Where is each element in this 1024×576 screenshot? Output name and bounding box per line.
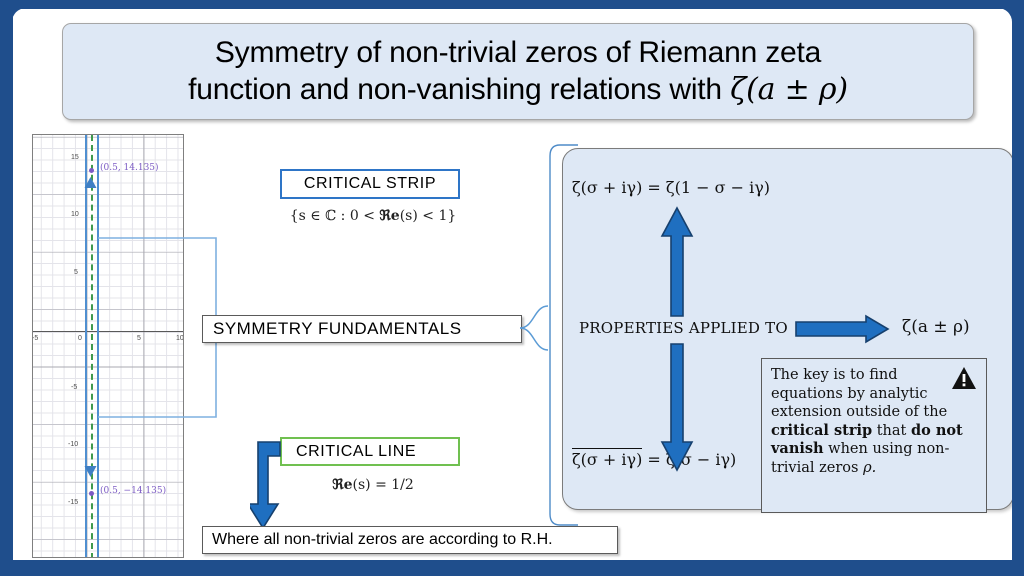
strip-boundary-right <box>96 135 99 557</box>
critical-strip-formula: {s ∈ ℂ : 0 < ℜe(s) < 1} <box>289 208 457 224</box>
functional-equation-formula: ζ(σ + iγ) = ζ(1 − σ − iγ) <box>572 178 771 197</box>
slide-border-left <box>0 0 13 576</box>
critical-strip-label: CRITICAL STRIP <box>303 175 437 192</box>
target-function-label: ζ(a ± ρ) <box>902 317 970 337</box>
note-mid-1: that <box>872 422 911 439</box>
title-math: ζ(a ± ρ) <box>730 71 848 107</box>
fundamentals-to-panel-brace <box>520 305 549 351</box>
strip-boundary-left <box>85 135 88 557</box>
symmetry-fundamentals-label: SYMMETRY FUNDAMENTALS <box>213 319 462 338</box>
graph-to-fundamentals-connector <box>98 237 217 418</box>
zero-label-upper: (0.5, 14.135) <box>100 163 159 173</box>
x-tick-0: 0 <box>78 335 82 342</box>
note-tail-math: ρ. <box>863 459 877 476</box>
critical-line-formula: ℜe(s) = 1/2 <box>332 477 414 493</box>
y-tick-5: 5 <box>74 269 78 276</box>
y-tick-15: 15 <box>71 154 79 161</box>
conjugate-overline-term: ζ(σ + iγ) <box>572 448 643 469</box>
slide-title-box: Symmetry of non-trivial zeros of Riemann… <box>62 23 974 120</box>
critical-line-box[interactable]: CRITICAL LINE <box>280 437 460 466</box>
right-panel-outer-stroke <box>549 144 578 526</box>
downward-arrow-icon <box>84 466 97 477</box>
page-title: Symmetry of non-trivial zeros of Riemann… <box>182 35 854 108</box>
warning-triangle-icon <box>952 367 976 389</box>
slide-canvas: Symmetry of non-trivial zeros of Riemann… <box>12 8 1014 560</box>
note-bold-do-not: do not <box>910 421 963 439</box>
up-block-arrow <box>660 206 694 317</box>
critical-line-label: CRITICAL LINE <box>296 442 417 460</box>
x-tick-m5: -5 <box>32 335 39 342</box>
critical-line <box>91 135 93 557</box>
x-tick-10: 10 <box>176 335 184 342</box>
y-tick-m15: -15 <box>68 499 79 506</box>
zero-label-lower: (0.5, −14.135) <box>100 486 167 496</box>
note-tail: trivial zeros <box>771 459 864 476</box>
cs-formula-pre: {s ∈ ℂ : 0 < <box>289 208 380 224</box>
slide-border-top <box>0 0 1024 9</box>
y-tick-m10: -10 <box>68 441 79 448</box>
note-bold-vanish: vanish <box>771 440 824 458</box>
y-tick-10: 10 <box>71 211 79 218</box>
bottom-caption-box[interactable]: Where all non-trivial zeros are accordin… <box>202 526 618 554</box>
note-line-1: The key is to find <box>771 367 898 383</box>
zero-point-upper <box>88 168 94 173</box>
x-tick-5: 5 <box>137 335 141 342</box>
title-line-2: function and non-vanishing relations wit… <box>188 72 731 106</box>
note-mid-2: when using non- <box>823 441 950 458</box>
graph-major-grid <box>33 135 183 557</box>
down-block-arrow <box>660 343 694 472</box>
properties-applied-label: PROPERTIES APPLIED TO <box>579 319 788 337</box>
symmetry-fundamentals-box[interactable]: SYMMETRY FUNDAMENTALS <box>202 315 522 343</box>
x-axis <box>33 331 183 332</box>
cs-formula-post: (s) < 1} <box>399 208 457 224</box>
title-line-1: Symmetry of non-trivial zeros of Riemann… <box>214 35 822 69</box>
slide-border-right <box>1012 0 1024 576</box>
y-tick-m5: -5 <box>71 384 78 391</box>
note-line-3: extension outside of the <box>771 404 948 421</box>
critical-strip-box[interactable]: CRITICAL STRIP <box>280 169 460 199</box>
slide-border-bottom <box>0 560 1024 576</box>
upward-arrow-icon <box>84 177 97 188</box>
bottom-caption-label: Where all non-trivial zeros are accordin… <box>212 531 553 548</box>
critical-line-to-caption-arrow <box>250 441 281 530</box>
right-block-arrow <box>795 314 890 344</box>
key-note-box: The key is to find equations by analytic… <box>761 358 987 513</box>
conjugate-symmetry-formula: ζ(σ + iγ) = ζ(σ − iγ) <box>572 448 736 469</box>
note-bold-critical-strip: critical strip <box>771 421 873 439</box>
complex-plane-graph: 15 10 5 -5 -10 -15 -5 0 5 10 (0.5, 14.13… <box>32 134 184 558</box>
note-line-2: equations by analytic <box>771 385 928 402</box>
zero-point-lower <box>88 491 94 496</box>
